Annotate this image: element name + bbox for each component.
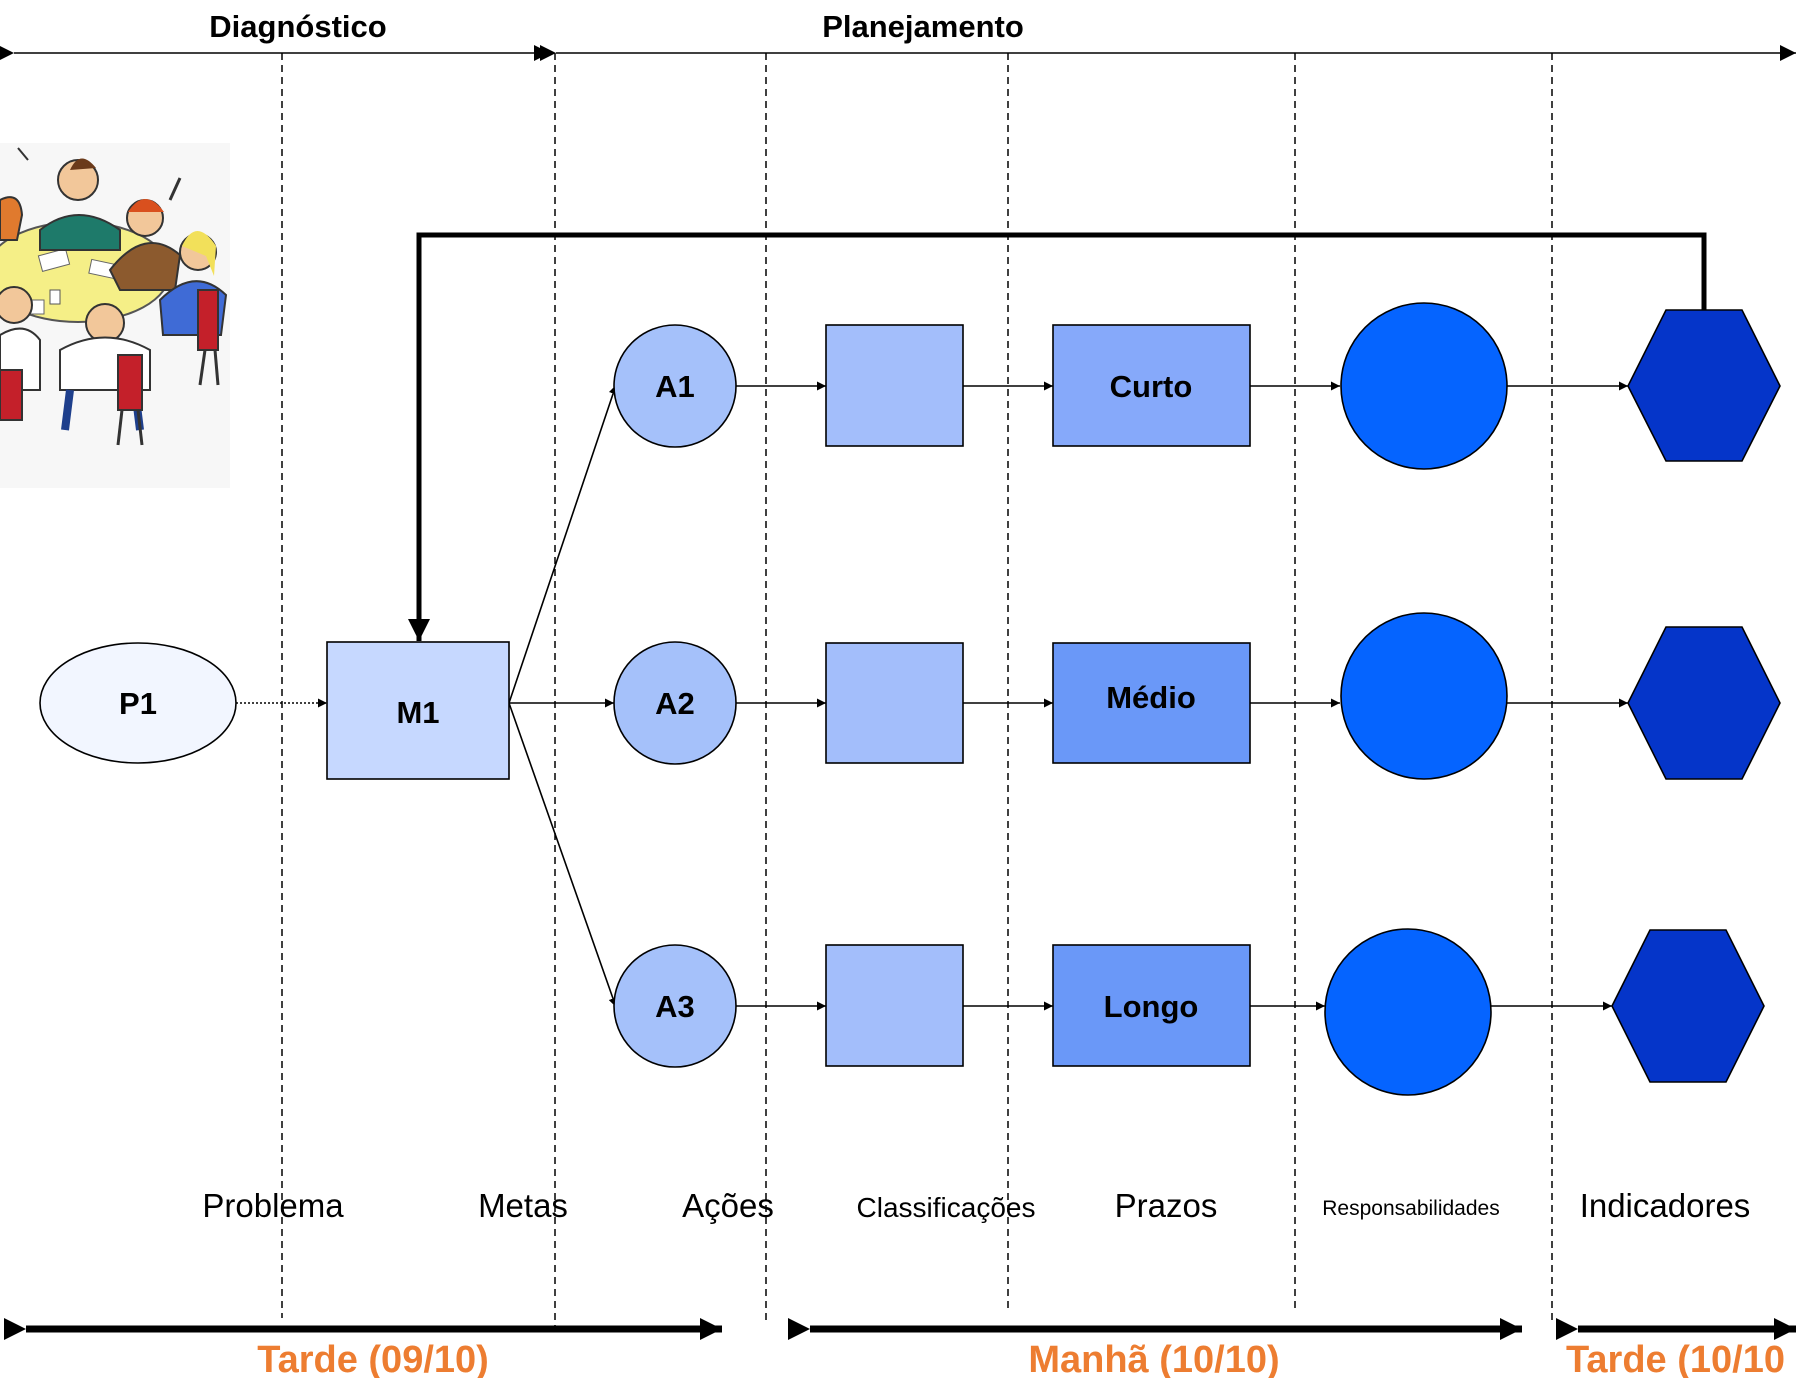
column-label-indicadores: Indicadores xyxy=(1580,1187,1751,1224)
period-tarde-09-label: Tarde (09/10) xyxy=(257,1339,489,1378)
node-indicator-1 xyxy=(1627,309,1781,462)
node-prazo-longo-label: Longo xyxy=(1104,989,1199,1024)
column-label-problema: Problema xyxy=(202,1187,344,1224)
node-m1-label: M1 xyxy=(396,695,439,730)
feedback-loop-arrow xyxy=(408,232,1707,641)
column-label-metas: Metas xyxy=(478,1187,568,1224)
node-a3-label: A3 xyxy=(655,989,695,1024)
node-classification-3 xyxy=(825,944,964,1067)
node-a3: A3 xyxy=(613,944,737,1068)
node-a2: A2 xyxy=(613,641,737,765)
node-indicator-3 xyxy=(1611,929,1765,1083)
node-prazo-curto: Curto xyxy=(1052,324,1251,447)
node-prazo-medio-label: Médio xyxy=(1106,680,1196,715)
node-responsibility-3 xyxy=(1324,928,1492,1096)
period-manha-10-label: Manhã (10/10) xyxy=(1028,1339,1279,1378)
column-label-prazos: Prazos xyxy=(1115,1187,1218,1224)
column-label-acoes: Ações xyxy=(682,1187,774,1224)
node-indicator-2 xyxy=(1627,626,1781,780)
node-a1-label: A1 xyxy=(655,369,695,404)
node-prazo-curto-label: Curto xyxy=(1110,369,1193,404)
phase-planejamento-title: Planejamento xyxy=(822,9,1024,44)
node-classification-1 xyxy=(825,324,964,447)
node-classification-2 xyxy=(825,642,964,764)
period-tarde-10-label: Tarde (10/10 xyxy=(1566,1339,1785,1378)
node-m1: M1 xyxy=(326,641,510,780)
node-responsibility-1 xyxy=(1340,302,1508,470)
node-a1: A1 xyxy=(613,324,737,448)
column-dividers xyxy=(281,53,1553,1335)
node-prazo-longo: Longo xyxy=(1052,944,1251,1067)
node-a2-label: A2 xyxy=(655,686,695,721)
node-responsibility-2 xyxy=(1340,612,1508,780)
phase-diagnostico-title: Diagnóstico xyxy=(209,9,386,44)
node-prazo-medio: Médio xyxy=(1052,642,1251,764)
node-p1-label: P1 xyxy=(119,686,157,721)
column-label-classificacoes: Classificações xyxy=(857,1192,1036,1223)
connectors-m1-actions xyxy=(508,384,618,1008)
node-p1: P1 xyxy=(39,642,237,764)
meeting-people-illustration xyxy=(0,143,230,488)
column-label-responsabilidades: Responsabilidades xyxy=(1322,1197,1499,1220)
